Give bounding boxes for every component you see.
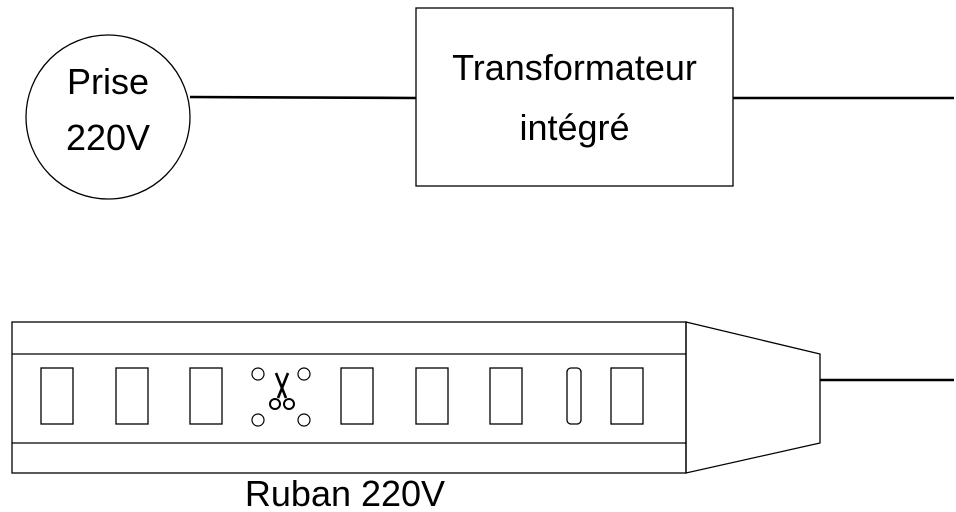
cut-mark [251,367,311,427]
socket-to-transformer-wire [189,95,417,100]
strip-label: Ruban 220V [245,473,445,512]
socket-circle [25,34,191,200]
socket: Prise 220V [25,34,191,200]
socket-label-line2: 220V [66,117,150,158]
socket-label-line1: Prise [67,61,149,102]
scissors-icon [269,372,295,410]
led-chip [189,367,223,425]
led-strip [11,321,821,474]
resistor [566,367,582,425]
led-chip [115,367,149,425]
transformer-label-line1: Transformateur [452,47,697,88]
solder-pad [297,367,311,381]
led-chip [610,367,644,425]
led-chip [415,367,449,425]
transformer-label-line2: intégré [519,107,629,148]
transformer-box [415,7,734,187]
transformer: Transformateur intégré [415,7,734,187]
led-chip [340,367,374,425]
strip-connector [685,321,821,474]
strip-body [11,321,687,474]
solder-pad [251,367,265,381]
led-chip [489,367,523,425]
solder-pad [251,413,265,427]
solder-pad [297,413,311,427]
led-chip [40,367,74,425]
